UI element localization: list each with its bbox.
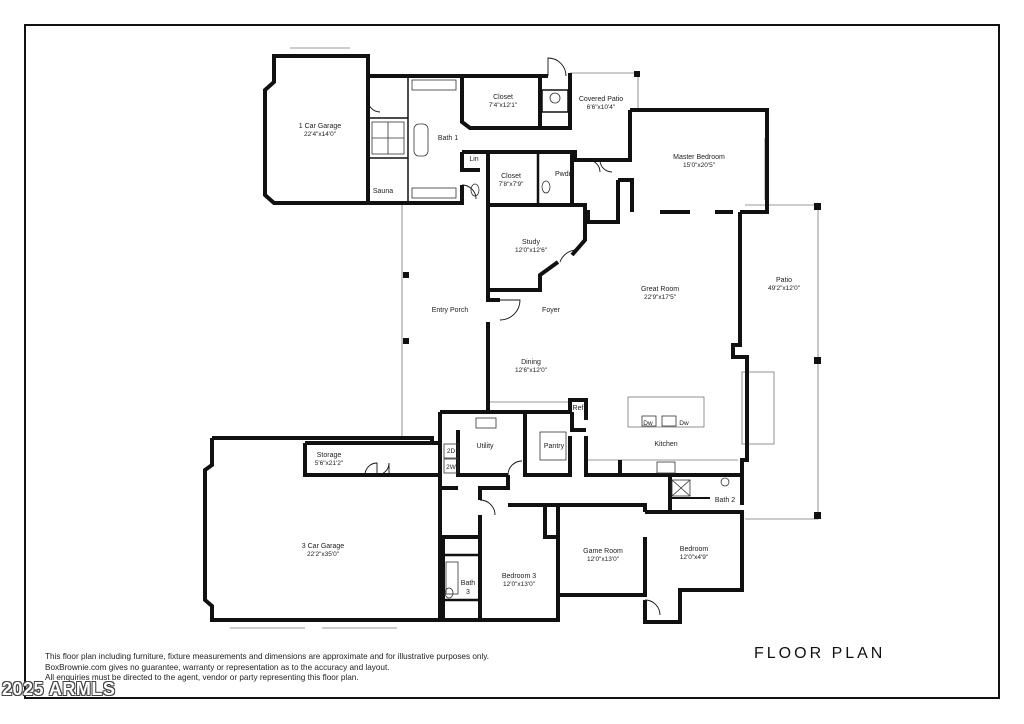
room-label-garage-1: 1 Car Garage xyxy=(299,123,342,130)
room-dims-storage: 5'6"x21'2" xyxy=(315,460,344,467)
room-label-dining: Dining xyxy=(521,359,541,366)
room-label-covered-patio: Covered Patio xyxy=(579,96,623,103)
disclaimer-line: BoxBrownie.com gives no guarantee, warra… xyxy=(45,662,390,672)
room-label-game-room: Game Room xyxy=(583,548,623,555)
room-label-bath-2: Bath 2 xyxy=(715,497,735,504)
fixture-label-dishwasher-1: Dw xyxy=(643,420,653,427)
room-label-bedroom-3: Bedroom 3 xyxy=(502,573,536,580)
room-dims-dining: 12'6"x12'0" xyxy=(515,367,548,374)
room-dims-game-room: 12'0"x13'0" xyxy=(587,556,620,563)
room-label-bedroom: Bedroom xyxy=(680,546,709,553)
plan-title: FLOOR PLAN xyxy=(754,645,886,662)
room-label-powder: Pwdr xyxy=(555,171,572,178)
room-label-bath-1: Bath 1 xyxy=(438,135,458,142)
room-dims-garage-1: 22'4"x14'0" xyxy=(304,131,337,138)
room-dims-covered-patio: 6'6"x10'4" xyxy=(587,104,616,111)
room-label-refrigerator: Ref xyxy=(573,405,584,412)
room-labels: 1 Car Garage 22'4"x14'0" Bath 1 Sauna Cl… xyxy=(299,94,801,596)
room-label-dryer: 2D xyxy=(447,448,456,455)
room-dims-closet-1: 7'4"x12'1" xyxy=(489,102,518,109)
room-label-master-bedroom: Master Bedroom xyxy=(673,154,725,161)
room-label-storage: Storage xyxy=(317,452,342,459)
room-label-utility: Utility xyxy=(476,443,494,450)
room-label-great-room: Great Room xyxy=(641,286,679,293)
room-dims-bedroom-3: 12'0"x13'0" xyxy=(503,581,536,588)
page-frame xyxy=(24,24,1000,699)
room-dims-garage-3: 22'2"x35'0" xyxy=(307,551,340,558)
disclaimer: This floor plan including furniture, fix… xyxy=(45,652,489,684)
room-label-bath-3: Bath xyxy=(461,580,476,587)
room-label-closet-2: Closet xyxy=(501,173,521,180)
disclaimer-line: This floor plan including furniture, fix… xyxy=(45,652,490,661)
room-label-garage-3: 3 Car Garage xyxy=(302,543,345,550)
room-label-entry-porch: Entry Porch xyxy=(432,307,469,314)
room-label-pantry: Pantry xyxy=(544,443,565,450)
room-dims-study: 12'0"x12'6" xyxy=(515,247,548,254)
room-dims-great-room: 22'9"x17'5" xyxy=(644,294,677,301)
room-label-sauna: Sauna xyxy=(373,188,393,195)
patio-posts xyxy=(403,71,821,519)
fixtures xyxy=(371,79,730,599)
watermark: 2025 ARMLS xyxy=(2,679,116,699)
room-label-study: Study xyxy=(522,239,540,246)
room-dims-patio: 49'2"x12'0" xyxy=(768,285,801,292)
room-label-foyer: Foyer xyxy=(542,307,561,314)
fixture-label-dishwasher-2: Dw xyxy=(679,420,689,427)
room-dims-closet-2: 7'8"x7'9" xyxy=(499,181,524,188)
room-label-kitchen: Kitchen xyxy=(654,441,677,448)
room-label-patio: Patio xyxy=(776,277,792,284)
room-dims-bedroom: 12'0"x4'9" xyxy=(680,554,709,561)
walls xyxy=(203,54,769,624)
room-label-linen: Lin xyxy=(469,156,478,163)
room-label-washer: 2W xyxy=(446,464,457,471)
room-label-closet-1: Closet xyxy=(493,94,513,101)
doors xyxy=(364,57,661,616)
room-label-bath-3-number: 3 xyxy=(466,589,470,596)
disclaimer-line: All enquiries must be directed to the ag… xyxy=(45,673,359,682)
room-dims-master-bedroom: 15'0"x20'5" xyxy=(683,162,716,169)
